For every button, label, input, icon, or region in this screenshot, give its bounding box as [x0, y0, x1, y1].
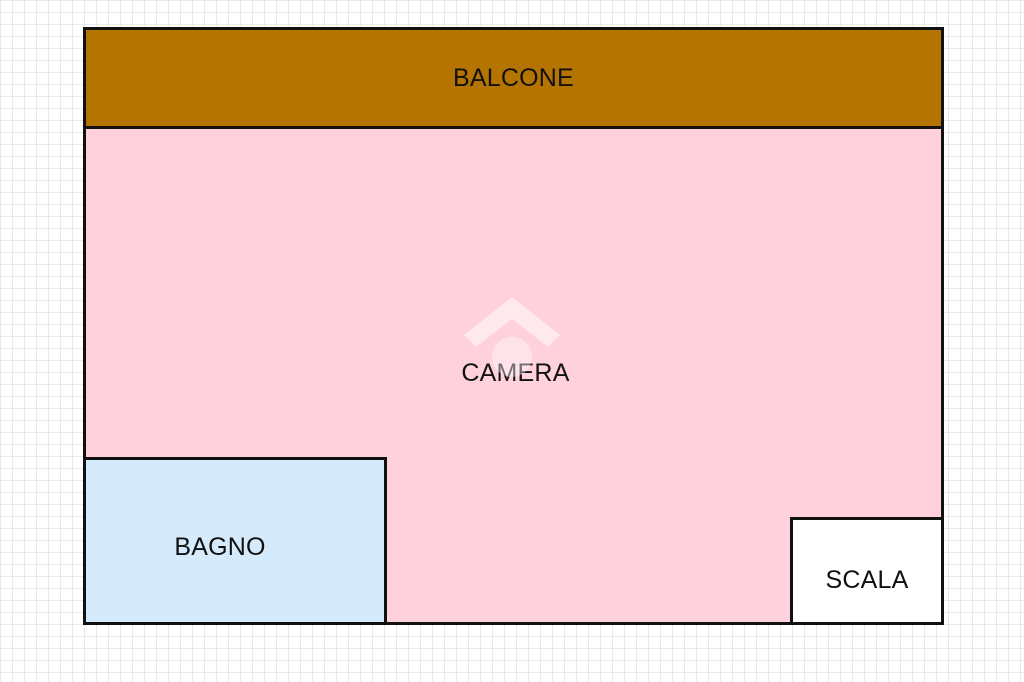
room-scala-label: SCALA — [825, 565, 909, 594]
room-camera-label: CAMERA — [461, 358, 570, 387]
room-bagno: BAGNO — [83, 457, 387, 625]
room-balcone-label: BALCONE — [453, 63, 574, 92]
room-balcone: BALCONE — [83, 27, 944, 129]
room-bagno-label: BAGNO — [174, 532, 266, 561]
room-scala: SCALA — [790, 517, 944, 625]
